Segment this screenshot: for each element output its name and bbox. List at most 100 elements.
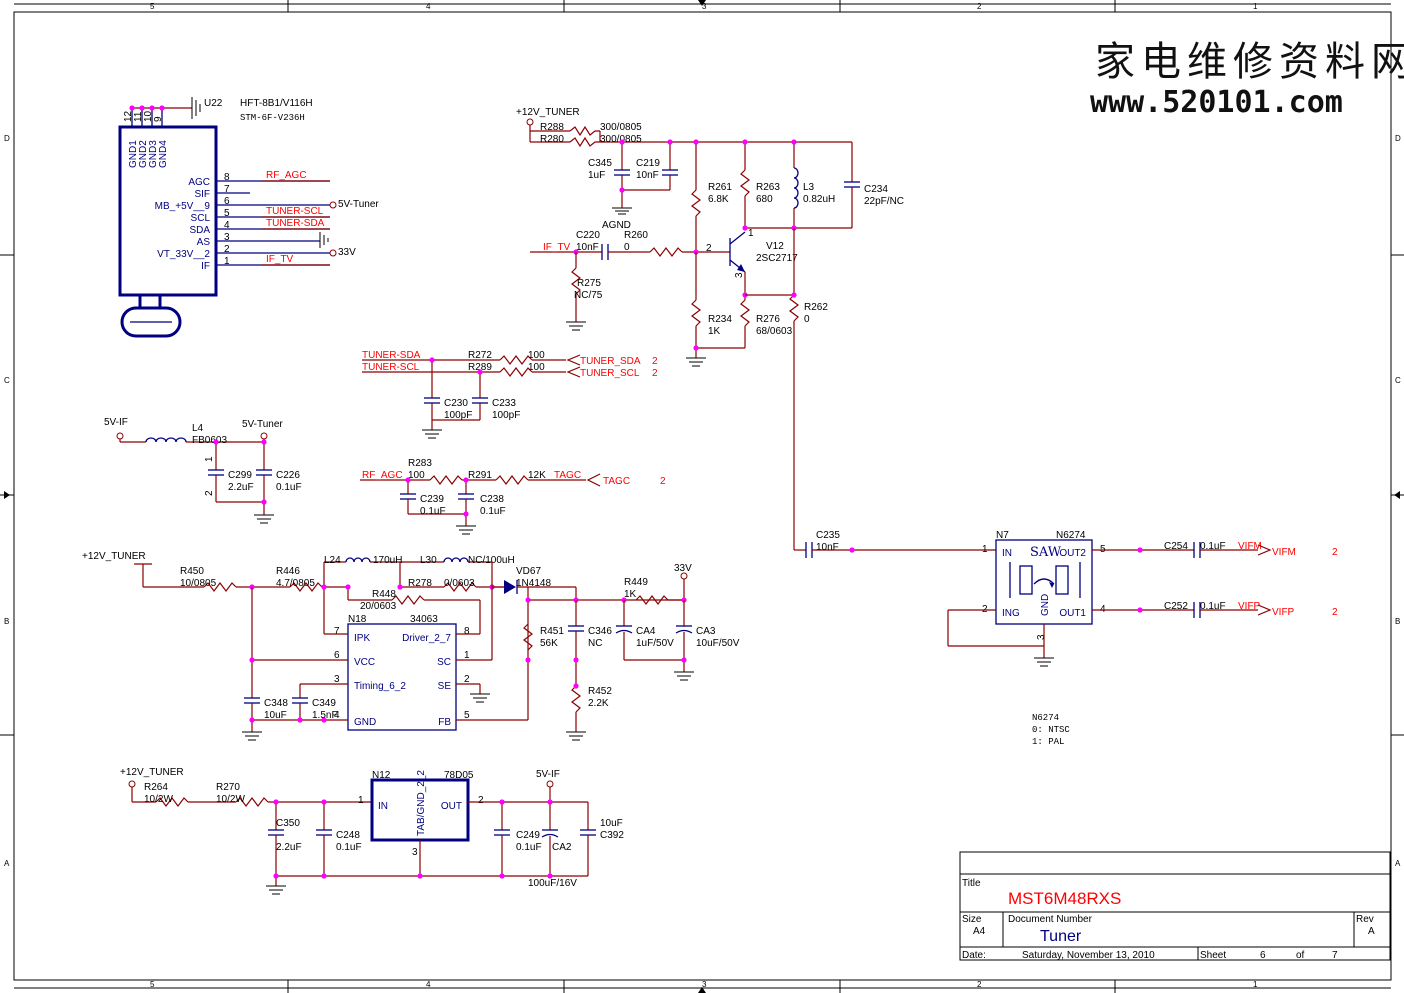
n12-pin-out: OUT <box>441 801 462 812</box>
border-col-label: 2 <box>977 2 982 11</box>
gnd-label: GND4 <box>158 140 169 168</box>
c219-val: 10nF <box>636 170 659 181</box>
c254-val: 0.1uF <box>1200 541 1226 552</box>
n18-ref: N18 <box>348 614 367 625</box>
l24-val: 170uH <box>373 555 402 566</box>
r260-ref: R260 <box>624 230 648 241</box>
c348-ref: C348 <box>264 698 288 709</box>
c220-val: 10nF <box>576 242 599 253</box>
n12-pin-in: IN <box>378 801 388 812</box>
net-label-rf-agc: RF_AGC <box>266 170 307 181</box>
if-amplifier: +12V_TUNER R288 300/0805 R280 300/0805 C… <box>516 107 904 550</box>
r263-ref: R263 <box>756 182 780 193</box>
border-row-label: B <box>1395 617 1400 626</box>
saw-pin-out2: OUT2 <box>1059 548 1086 559</box>
r272-ref: R272 <box>468 350 492 361</box>
pin-num: 9 <box>153 116 164 122</box>
c234-ref: C234 <box>864 184 888 195</box>
r289-val: 100 <box>528 362 545 373</box>
watermark-url: www.520101.com <box>1090 85 1343 120</box>
r283-ref: R283 <box>408 458 432 469</box>
pin-num: 3 <box>224 232 230 243</box>
r264-ref: R264 <box>144 782 168 793</box>
rail-12v-tuner: +12V_TUNER <box>120 767 184 778</box>
title-block: Title MST6M48RXS Size A4 Document Number… <box>959 851 1391 961</box>
c239-ref: C239 <box>420 494 444 505</box>
border-col-label: 5 <box>150 2 155 11</box>
border-col-label: 5 <box>150 980 155 989</box>
tuner-pin-name: AGC <box>188 177 210 188</box>
tuner-u22: U22 HFT-8B1/V116H STM-6F-V236H 12 11 10 … <box>118 97 379 338</box>
r234-val: 1K <box>708 326 721 337</box>
ic-n18 <box>347 623 457 731</box>
rail-33v: 33V <box>338 247 356 258</box>
r260-val: 0 <box>624 242 630 253</box>
c350-val: 2.2uF <box>276 842 302 853</box>
net-label-vifm: VIFM <box>1238 541 1262 552</box>
docnum-value: Tuner <box>1040 928 1082 945</box>
r276-ref: R276 <box>756 314 780 325</box>
agc-section: RF_AGC R283 100 R291 12K TAGC TAGC 2 C23… <box>360 458 666 535</box>
n12-pin-tab: TAB/GND_2_2 <box>416 770 427 836</box>
rail-12v-tuner: +12V_TUNER <box>82 551 146 562</box>
v12-val: 2SC2717 <box>756 253 798 264</box>
l4-ref: L4 <box>192 423 204 434</box>
vd67-val: 1N4148 <box>516 578 551 589</box>
net-label-if-tv: IF_TV <box>266 254 294 265</box>
c349-ref: C349 <box>312 698 336 709</box>
c249-ref: C249 <box>516 830 540 841</box>
tuner-connector <box>120 306 182 338</box>
pin-num: 2 <box>224 244 230 255</box>
rail-5v-tuner: 5V-Tuner <box>242 419 283 430</box>
c252-val: 0.1uF <box>1200 601 1226 612</box>
border-row-label: C <box>4 376 10 385</box>
ca3-ref: CA3 <box>696 626 716 637</box>
r270-val: 10/2W <box>216 794 245 805</box>
v12-pin: 2 <box>706 243 712 254</box>
regulator-n12: +12V_TUNER R264 10/2W R270 10/2W N12 78D… <box>120 767 624 895</box>
r276-val: 68/0603 <box>756 326 793 337</box>
r270-ref: R270 <box>216 782 240 793</box>
c239-val: 0.1uF <box>420 506 446 517</box>
port-vifm: VIFM <box>1272 547 1296 558</box>
c346-ref: C346 <box>588 626 612 637</box>
v12-pin: 3 <box>734 272 745 278</box>
n18-pin-name: VCC <box>354 657 375 668</box>
r446-ref: R446 <box>276 566 300 577</box>
r272-val: 100 <box>528 350 545 361</box>
c248-ref: C248 <box>336 830 360 841</box>
r275-ref: R275 <box>577 278 601 289</box>
tuner-pin-name: IF <box>201 261 210 272</box>
filter-5v: 5V-IF 5V-Tuner L4 FB0603 1 2 C299 2.2uF … <box>104 417 302 524</box>
r275-val: NC/75 <box>574 290 603 301</box>
border-row-label: A <box>1395 859 1401 868</box>
n18-pin-name: Timing_6_2 <box>354 681 406 692</box>
c226-ref: C226 <box>276 470 300 481</box>
r450-ref: R450 <box>180 566 204 577</box>
border-col-label: 3 <box>702 980 707 989</box>
tuner-part: HFT-8B1/V116H <box>240 98 313 109</box>
sheet-total: 7 <box>1332 950 1338 961</box>
r262-ref: R262 <box>804 302 828 313</box>
c350-ref: C350 <box>276 818 300 829</box>
tuner-pin-name: MB_+5V__9 <box>155 201 211 212</box>
c226-val: 0.1uF <box>276 482 302 493</box>
size-label: Size <box>962 914 982 925</box>
c254-ref: C254 <box>1164 541 1188 552</box>
gnd-label: GND1 <box>128 140 139 168</box>
pin-num: 1 <box>464 650 470 661</box>
ca2-val: 100uF/16V <box>528 878 577 889</box>
docnum-label: Document Number <box>1008 914 1093 925</box>
r450-val: 10/0805 <box>180 578 217 589</box>
c348-val: 10uF <box>264 710 287 721</box>
sheet-label: Sheet <box>1200 950 1226 961</box>
tuner-pin-name: SDA <box>189 225 210 236</box>
c233-val: 100pF <box>492 410 520 421</box>
r451-ref: R451 <box>540 626 564 637</box>
pin-num: 3 <box>334 674 340 685</box>
port-tuner-sda: TUNER_SDA <box>580 356 641 367</box>
border-row-label: C <box>1395 376 1401 385</box>
c238-val: 0.1uF <box>480 506 506 517</box>
pin-num: 5 <box>224 208 230 219</box>
